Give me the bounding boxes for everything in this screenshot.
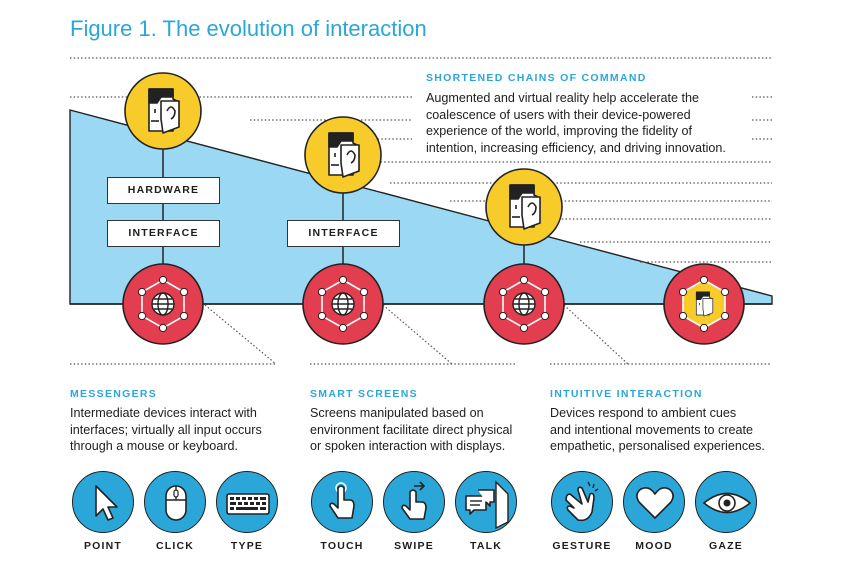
stage-heading-messengers: MESSENGERS bbox=[70, 388, 158, 400]
description-line: through a mouse or keyboard. bbox=[70, 439, 239, 453]
icon-label-type: TYPE bbox=[230, 540, 264, 552]
user-node-3 bbox=[485, 168, 563, 246]
icon-label-touch: TOUCH bbox=[320, 540, 364, 552]
description-line: or spoken interaction with displays. bbox=[310, 439, 506, 453]
callout-line: experience of the world, improving the f… bbox=[426, 124, 693, 138]
icon-label-gesture: GESTURE bbox=[552, 540, 612, 552]
description-line: empathetic, personalised experiences. bbox=[550, 439, 765, 453]
face-icon bbox=[695, 291, 714, 317]
icon-label-click: CLICK bbox=[155, 540, 195, 552]
face-icon bbox=[509, 184, 541, 230]
icon-label-swipe: SWIPE bbox=[394, 540, 434, 552]
network-node-4 bbox=[663, 263, 745, 345]
network-node-2 bbox=[302, 263, 384, 345]
talk-circle bbox=[455, 471, 517, 533]
gesture-circle bbox=[551, 471, 613, 533]
point-circle bbox=[72, 471, 134, 533]
description-line: environment facilitate direct physical bbox=[310, 422, 513, 437]
click-circle bbox=[144, 471, 206, 533]
description-line: Intermediate devices interact with bbox=[70, 406, 257, 420]
user-node-2 bbox=[304, 116, 382, 194]
stage-description: Devices respond to ambient cues and inte… bbox=[550, 405, 790, 455]
face-icon bbox=[148, 88, 180, 134]
gaze-circle bbox=[695, 471, 757, 533]
callout-line: intention, increasing efficiency, and dr… bbox=[426, 140, 726, 155]
network-node-3 bbox=[483, 263, 565, 345]
figure-title: Figure 1. The evolution of interaction bbox=[70, 16, 427, 41]
description-line: Screens manipulated based on bbox=[310, 406, 484, 420]
description-line: and intentional movements to create bbox=[550, 422, 754, 437]
cursor-icon bbox=[95, 485, 118, 521]
mood-circle bbox=[623, 471, 685, 533]
swipe-hand-icon bbox=[401, 481, 427, 520]
stage-heading-intuitive-interaction: INTUITIVE INTERACTION bbox=[550, 388, 703, 400]
hardware-box: HARDWARE bbox=[107, 177, 220, 204]
eye-icon bbox=[702, 492, 752, 514]
stage-description: Screens manipulated based on environment… bbox=[310, 405, 540, 455]
user-node-1 bbox=[124, 72, 202, 150]
gesture-hand-icon bbox=[565, 481, 599, 522]
touch-circle bbox=[311, 471, 373, 533]
stage-description: Intermediate devices interact with inter… bbox=[70, 405, 295, 455]
callout-line: Augmented and virtual reality help accel… bbox=[426, 91, 700, 105]
interface-box: INTERFACE bbox=[287, 220, 400, 247]
icon-label-mood: MOOD bbox=[635, 540, 673, 552]
keyboard-icon bbox=[226, 493, 270, 515]
swipe-circle bbox=[383, 471, 445, 533]
icon-label-talk: TALK bbox=[469, 540, 502, 552]
heart-icon bbox=[636, 487, 674, 519]
callout-text: Augmented and virtual reality help accel… bbox=[426, 90, 756, 156]
description-line: Devices respond to ambient cues bbox=[550, 406, 737, 420]
icon-label-gaze: GAZE bbox=[709, 540, 743, 552]
speech-bubbles-icon bbox=[465, 480, 509, 530]
globe-icon bbox=[331, 292, 355, 316]
interface-box: INTERFACE bbox=[107, 220, 220, 247]
touch-hand-icon bbox=[329, 482, 355, 519]
globe-icon bbox=[151, 292, 175, 316]
type-circle bbox=[216, 471, 278, 533]
globe-icon bbox=[512, 292, 536, 316]
face-icon bbox=[328, 132, 360, 178]
description-line: interfaces; virtually all input occurs bbox=[70, 422, 262, 437]
icon-label-point: POINT bbox=[83, 540, 123, 552]
network-node-1 bbox=[122, 263, 204, 345]
stage-heading-smart-screens: SMART SCREENS bbox=[310, 388, 418, 400]
callout-line: coalescence of users with their device-p… bbox=[426, 107, 691, 122]
mouse-icon bbox=[165, 485, 187, 521]
callout-heading: SHORTENED CHAINS OF COMMAND bbox=[426, 72, 647, 84]
